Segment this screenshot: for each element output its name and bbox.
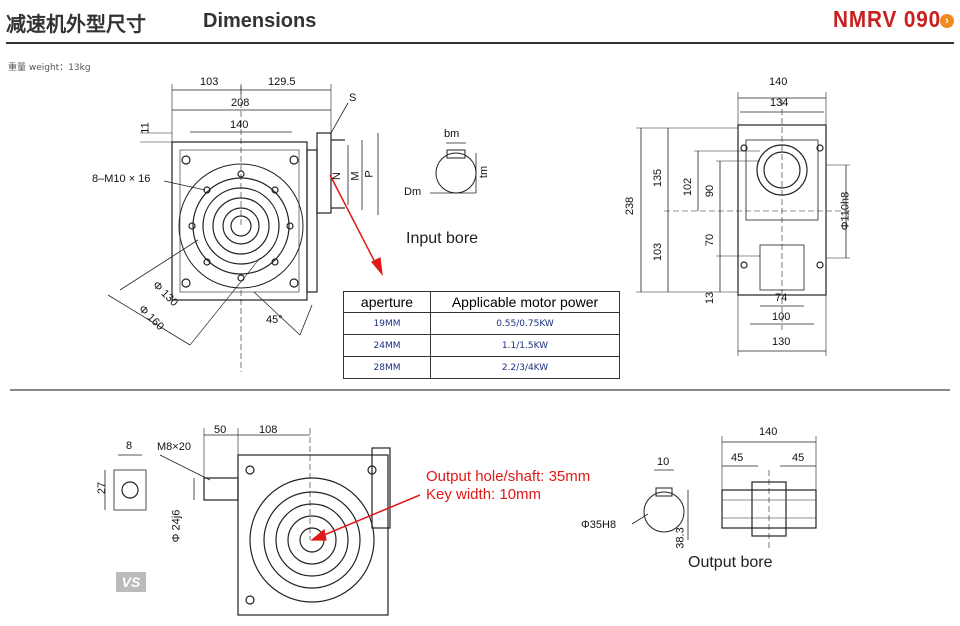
dim-side-140: 140 [769, 76, 788, 88]
cell-motor-power: 2.2/3/4KW [430, 356, 620, 379]
column-header-aperture: aperture [343, 291, 431, 313]
dim-45-degree: 45° [266, 314, 283, 326]
cell-aperture: 28MM [343, 356, 431, 379]
dim-key-8: 8 [126, 440, 133, 452]
table-row: 24MM 1.1/1.5KW [343, 334, 620, 357]
table-row: 28MM 2.2/3/4KW [343, 356, 620, 379]
dim-side-100: 100 [772, 311, 791, 323]
table-row: 19MM 0.55/0.75KW [343, 312, 620, 335]
dim-n: N [330, 172, 343, 180]
vs-badge: VS [116, 572, 146, 592]
title-english: Dimensions [203, 10, 317, 32]
section-divider [10, 389, 950, 391]
column-header-motor-power: Applicable motor power [430, 291, 620, 313]
arrow-circle-icon: › [940, 14, 954, 28]
dim-m: M [349, 171, 362, 181]
cell-aperture: 24MM [343, 334, 431, 357]
dim-129-5: 129.5 [268, 76, 296, 88]
dim-out-45-right: 45 [792, 452, 805, 464]
dim-side-90: 90 [704, 184, 717, 198]
dim-50: 50 [214, 424, 227, 436]
cell-aperture: 19MM [343, 312, 431, 335]
dim-phi24: Φ 24j6 [170, 509, 183, 543]
dim-out-38-3: 38.3 [674, 527, 687, 549]
dim-p: P [363, 170, 376, 178]
weight-label: 重量 weight：13kg [8, 63, 91, 73]
table-header-row: aperture Applicable motor power [343, 291, 620, 313]
dim-tm: tm [478, 165, 491, 179]
dim-key-27: 27 [96, 481, 109, 495]
header-rule [6, 42, 954, 44]
motor-power-table: aperture Applicable motor power 19MM 0.5… [343, 291, 620, 379]
dim-out-45-left: 45 [731, 452, 744, 464]
dim-m8x20: M8×20 [157, 441, 191, 453]
output-note-line2: Key width: 10mm [426, 486, 542, 503]
dim-208: 208 [231, 97, 250, 109]
dim-holes: 8–M10 × 16 [92, 173, 151, 185]
dim-side-135: 135 [652, 168, 665, 188]
title-chinese: 减速机外型尺寸 [6, 12, 146, 36]
dim-side-13: 13 [704, 291, 717, 305]
output-note-line1: Output hole/shaft: 35mm [426, 468, 591, 485]
dim-s: S [349, 92, 357, 104]
dim-side-74: 74 [775, 292, 788, 304]
dim-dm: Dm [404, 186, 422, 198]
output-note: Output hole/shaft: 35mm Key width: 10mm [426, 468, 590, 504]
dim-out-140: 140 [759, 426, 778, 438]
dim-side-134: 134 [770, 97, 789, 109]
model-name: NMRV 090 [833, 6, 942, 32]
dim-11: 11 [139, 122, 152, 134]
header: 减速机外型尺寸 Dimensions NMRV 090 › [0, 0, 960, 44]
dim-108: 108 [259, 424, 278, 436]
output-bore-caption: Output bore [688, 554, 773, 571]
dim-side-103: 103 [652, 242, 665, 262]
dim-bm: bm [444, 128, 460, 140]
dim-140: 140 [230, 119, 249, 131]
cell-motor-power: 1.1/1.5KW [430, 334, 620, 357]
input-bore-caption: Input bore [406, 230, 479, 247]
dim-side-102: 102 [682, 177, 695, 197]
dim-out-phi35: Φ35H8 [581, 519, 617, 531]
cell-motor-power: 0.55/0.75KW [430, 312, 620, 335]
dim-side-phi110: Φ110h8 [839, 191, 852, 231]
dim-out-10: 10 [657, 456, 670, 468]
dim-side-70: 70 [704, 233, 717, 247]
dim-side-130: 130 [772, 336, 791, 348]
dim-103: 103 [200, 76, 219, 88]
dim-side-238: 238 [624, 196, 637, 216]
